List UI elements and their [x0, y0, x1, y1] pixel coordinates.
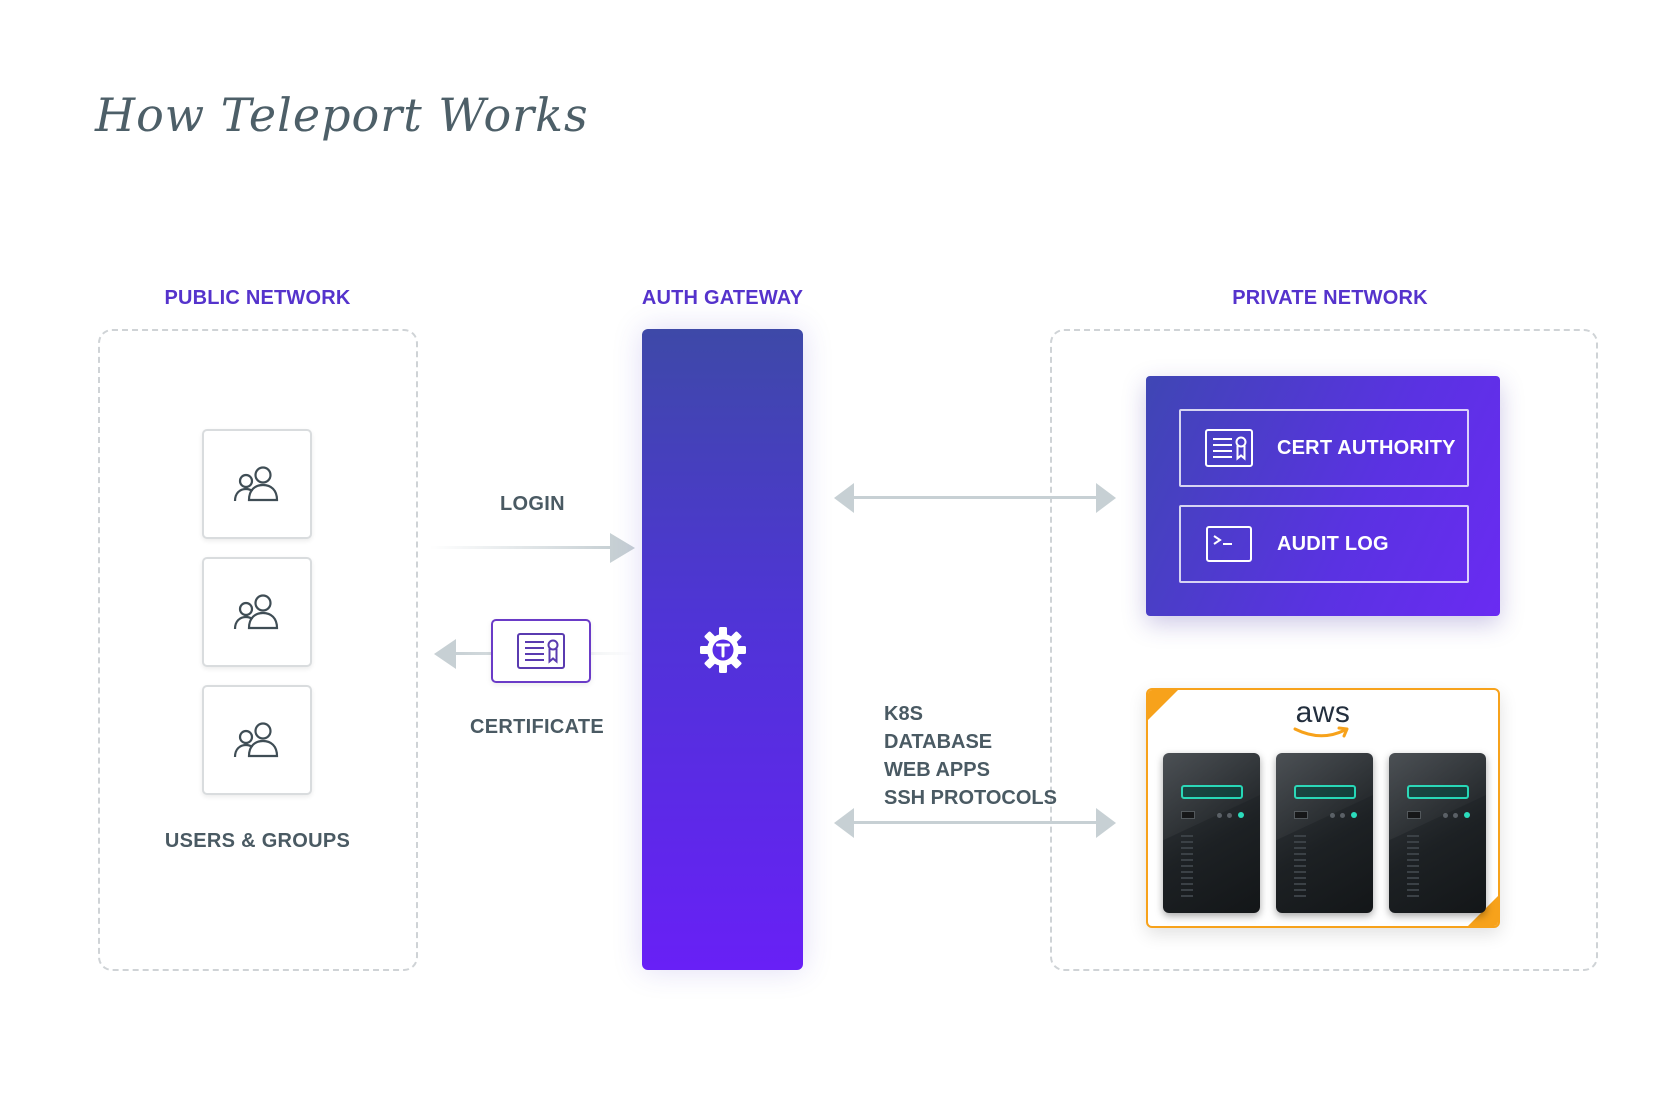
user-group-card[interactable] — [202, 557, 312, 667]
audit-log-label: AUDIT LOG — [1277, 532, 1389, 555]
users-icon — [233, 722, 279, 758]
aws-logo-text: aws — [1295, 696, 1351, 729]
private-network-box — [1050, 329, 1598, 971]
certificate-icon — [1205, 429, 1253, 467]
aws-cloud-box: aws — [1146, 688, 1500, 928]
cert-authority-label: CERT AUTHORITY — [1277, 436, 1456, 459]
auth-gateway-label: AUTH GATEWAY — [641, 287, 804, 309]
protocol-web-apps: WEB APPS — [884, 759, 990, 781]
certificate-icon — [517, 633, 565, 669]
public-network-box — [98, 329, 418, 971]
aws-smile-icon — [1293, 726, 1349, 738]
users-icon — [233, 594, 279, 630]
login-label: LOGIN — [500, 493, 565, 515]
server-unit — [1163, 753, 1260, 913]
certificate-card — [491, 619, 591, 683]
private-control-panel: CERT AUTHORITY AUDIT LOG — [1146, 376, 1500, 616]
user-group-card[interactable] — [202, 429, 312, 539]
auth-gateway — [642, 329, 803, 970]
page-title: How Teleport Works — [95, 88, 589, 142]
public-network-label: PUBLIC NETWORK — [164, 287, 351, 309]
users-groups-label: USERS & GROUPS — [164, 830, 351, 852]
protocol-list: K8S DATABASE WEB APPS SSH PROTOCOLS — [884, 700, 1057, 812]
cert-authority-item[interactable]: CERT AUTHORITY — [1179, 409, 1469, 487]
protocol-database: DATABASE — [884, 731, 993, 753]
login-arrow — [430, 533, 635, 563]
gateway-control-arrow — [834, 483, 1116, 513]
audit-log-item[interactable]: AUDIT LOG — [1179, 505, 1469, 583]
user-group-card[interactable] — [202, 685, 312, 795]
terminal-icon — [1206, 526, 1252, 562]
server-unit — [1389, 753, 1486, 913]
teleport-gear-icon — [699, 626, 746, 673]
gateway-protocols-arrow — [834, 808, 1116, 838]
aws-logo: aws — [1148, 696, 1498, 740]
protocol-k8s: K8S — [884, 703, 923, 725]
users-icon — [233, 466, 279, 502]
certificate-label: CERTIFICATE — [470, 716, 605, 738]
server-unit — [1276, 753, 1373, 913]
private-network-label: PRIVATE NETWORK — [1232, 287, 1428, 309]
protocol-ssh: SSH PROTOCOLS — [884, 787, 1057, 809]
corner-accent — [1148, 690, 1178, 720]
